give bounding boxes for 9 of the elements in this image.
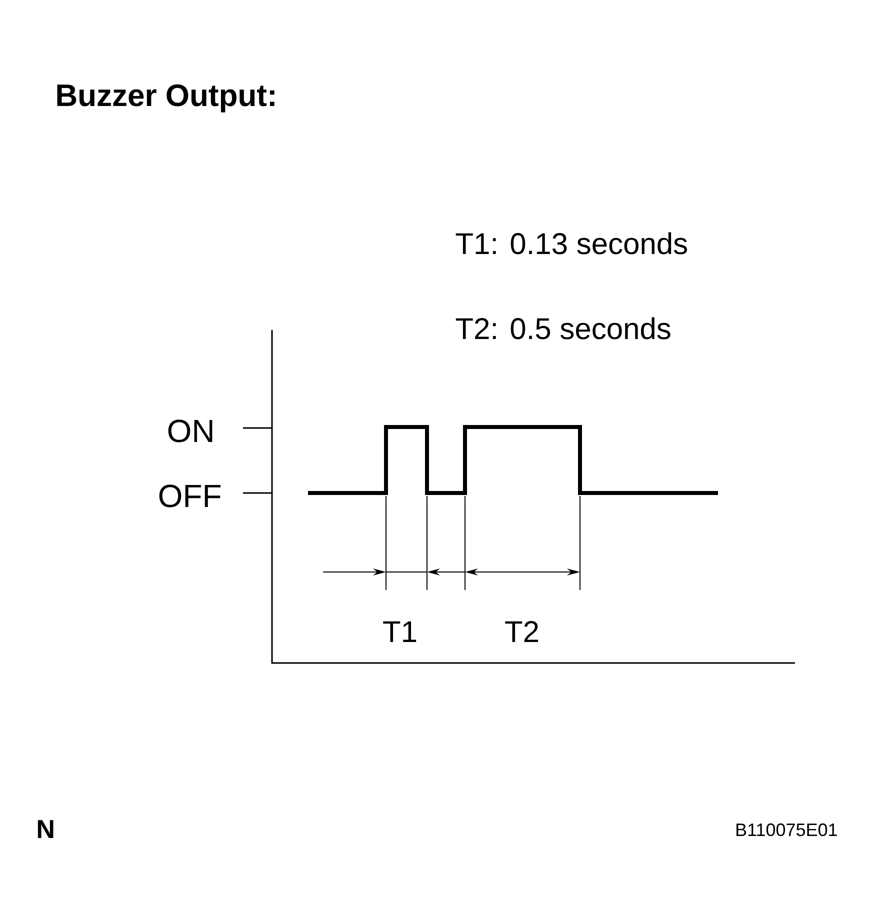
interval-label: T1	[383, 621, 416, 642]
figure-code: B110075E01	[736, 823, 837, 836]
level-label: OFF	[159, 484, 221, 508]
level-label: ON	[168, 420, 212, 442]
note-text: T1: 0.13 seconds	[456, 232, 687, 254]
view-letter: N	[38, 820, 54, 838]
title: Buzzer Output:	[57, 84, 274, 112]
note-text: T2: 0.5 seconds	[456, 317, 670, 340]
interval-label: T2	[505, 621, 538, 642]
